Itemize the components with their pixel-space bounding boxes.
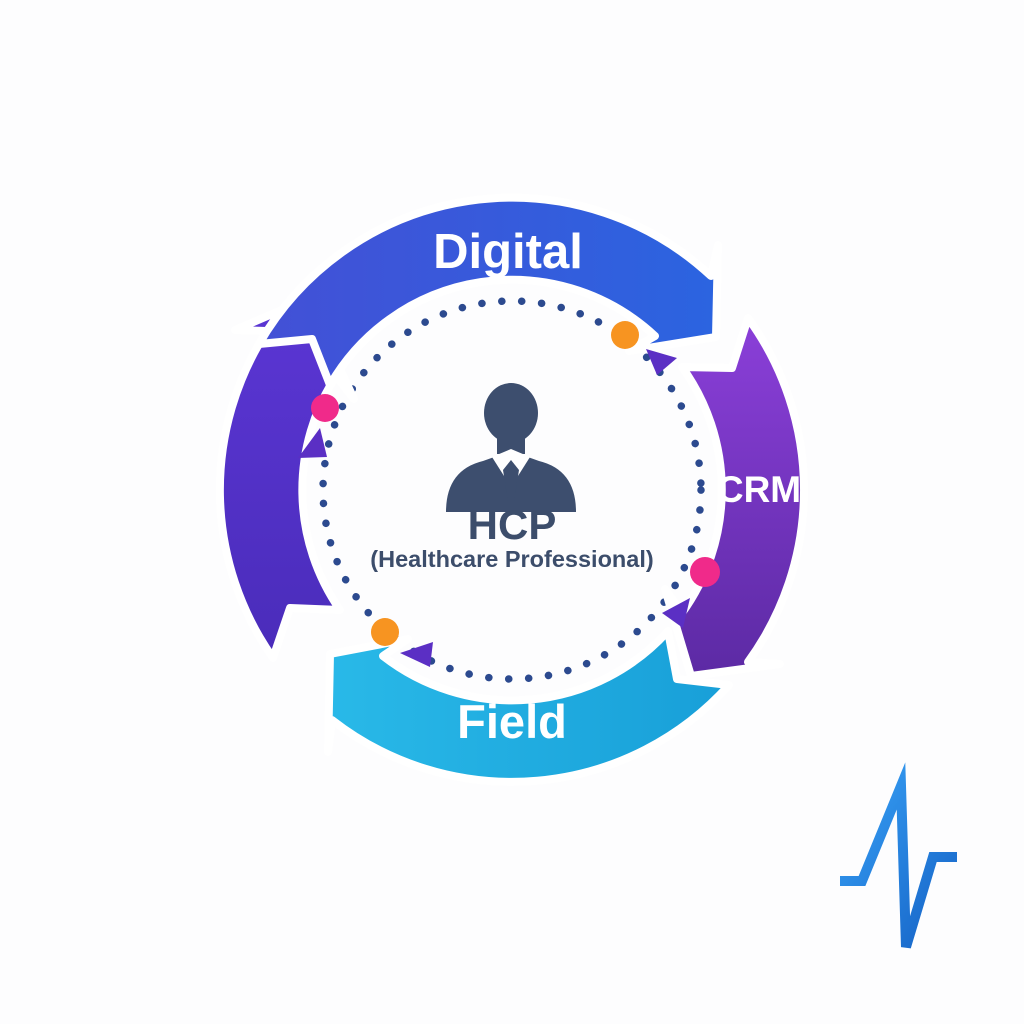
ring-arrowhead-icon <box>662 598 690 628</box>
touchpoint-dot <box>690 557 720 587</box>
segment-field-arrow <box>324 627 733 786</box>
center-title: HCP <box>468 501 557 548</box>
touchpoint-markers <box>311 321 720 646</box>
cycle-ribbons <box>215 193 809 786</box>
inner-ring-arrowheads <box>298 349 690 667</box>
segment-return-loop-arrow <box>215 295 358 662</box>
segment-label-digital: Digital <box>433 225 583 279</box>
center-subtitle: (Healthcare Professional) <box>370 546 653 572</box>
segment-crm-arrow <box>661 314 809 680</box>
tie-shape <box>503 460 519 501</box>
pulse-logo-icon <box>840 762 957 949</box>
ring-arrowhead-icon <box>298 428 327 458</box>
ring-arrowhead-icon <box>646 349 677 375</box>
segment-digital-arrow <box>255 193 722 389</box>
segment-label-crm: CRM <box>717 469 801 510</box>
dotted-ring <box>319 297 705 683</box>
ring-arrowhead-icon <box>400 642 433 667</box>
segment-label-field: Field <box>457 695 567 748</box>
touchpoint-dot <box>611 321 639 349</box>
touchpoint-dot <box>311 394 339 422</box>
touchpoint-dot <box>371 618 399 646</box>
person-icon <box>446 383 576 512</box>
